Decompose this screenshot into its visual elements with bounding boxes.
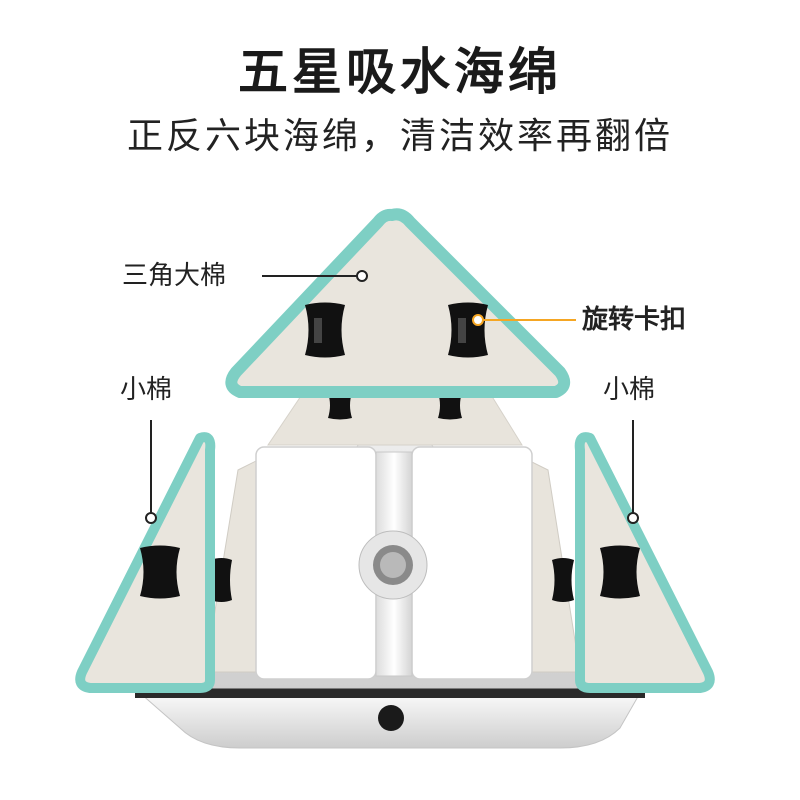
left-rotary-clip — [305, 302, 345, 358]
left-small-sponge — [75, 432, 216, 693]
right-rotary-clip — [448, 302, 488, 358]
label-small-sponge-left: 小棉 — [120, 375, 173, 405]
callout-lines — [145, 270, 639, 524]
label-triangle-sponge: 三角大棉 — [122, 261, 227, 291]
inner-side-sponges — [204, 459, 581, 673]
back-triangle-sponge — [267, 389, 523, 446]
label-small-sponge-right: 小棉 — [603, 375, 656, 405]
label-rotary-buckle: 旋转卡扣 — [582, 305, 687, 335]
subtitle: 正反六块海绵，清洁效率再翻倍 — [126, 116, 673, 157]
cleaner-base — [135, 683, 645, 749]
white-pads — [255, 446, 533, 680]
right-small-sponge — [574, 432, 715, 693]
main-title: 五星吸水海绵 — [238, 43, 562, 101]
triangle-sponge — [225, 208, 571, 398]
